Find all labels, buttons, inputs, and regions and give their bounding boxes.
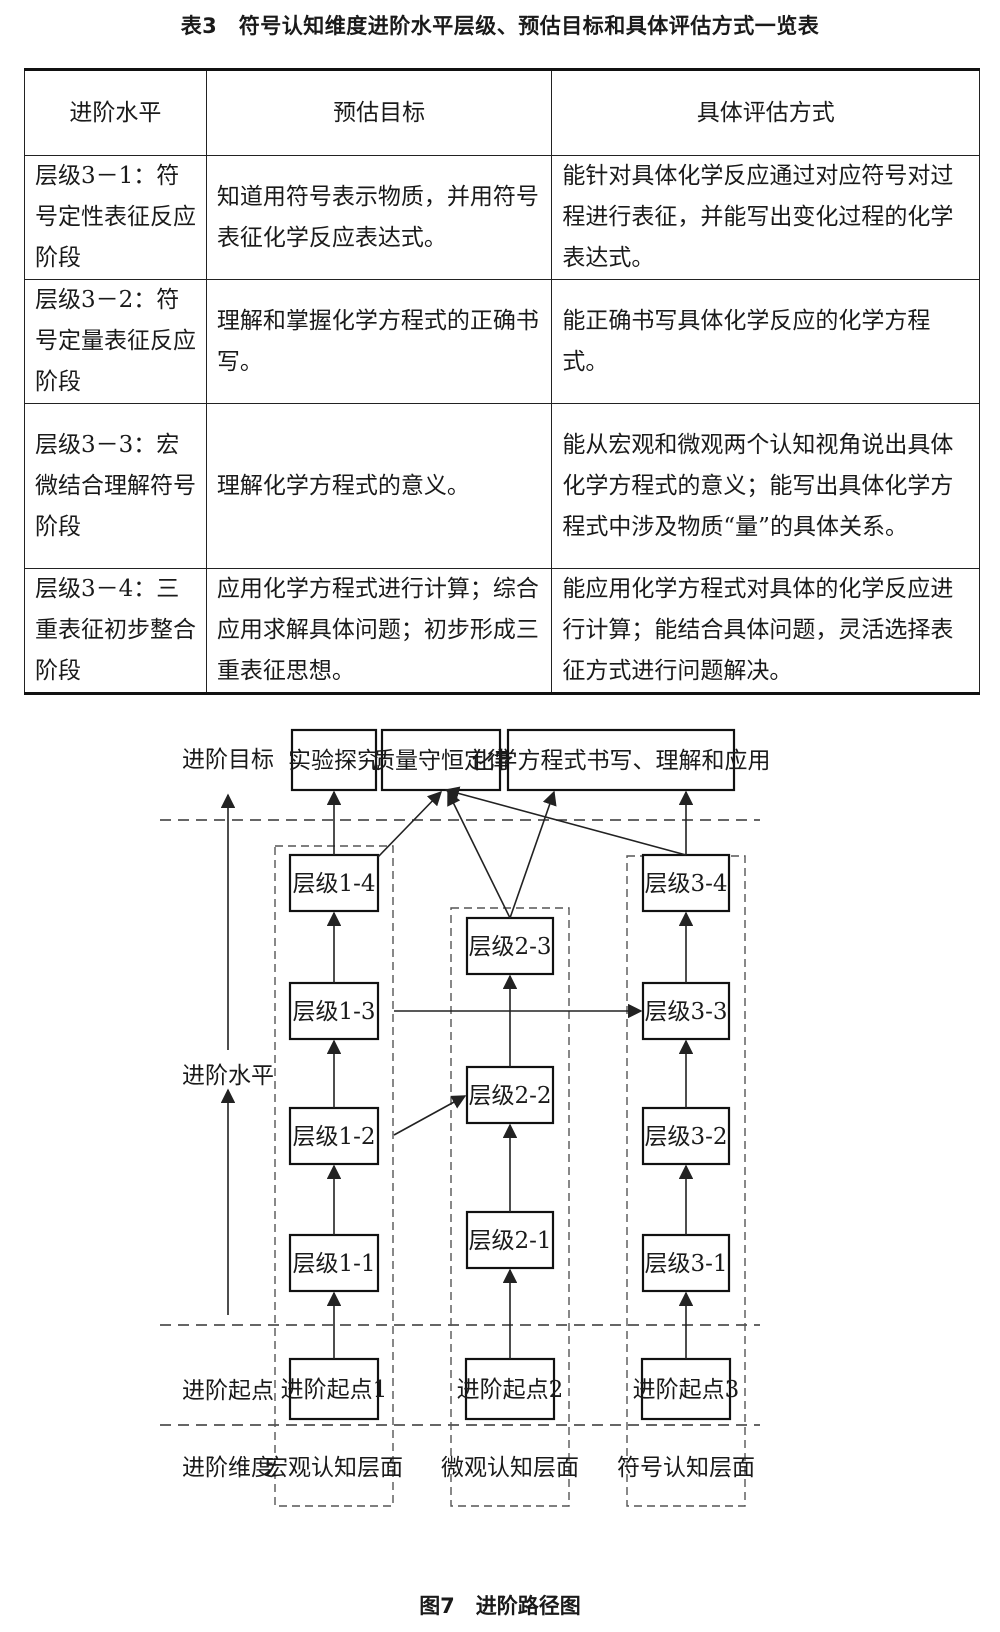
edge-1-2-to-2-2 bbox=[393, 1095, 467, 1136]
level-node-2-2 bbox=[465, 1065, 555, 1125]
table-row: 层级3－1：符号定性表征反应阶段 知道用符号表示物质，并用符号表征化学反应表达式… bbox=[24, 155, 980, 280]
figure-caption: 图7 进阶路径图 bbox=[419, 1594, 581, 1618]
cell-level: 层级3－3：宏微结合理解符号阶段 bbox=[24, 403, 207, 569]
level-label-2-2: 层级2-2 bbox=[468, 1083, 551, 1109]
level-node-3-1 bbox=[641, 1233, 731, 1293]
level-node-3-4 bbox=[641, 853, 731, 913]
cell-assessment: 能针对具体化学反应通过对应符号对过程进行表征，并能写出变化过程的化学表达式。 bbox=[551, 155, 980, 280]
level-label-1-3: 层级1-3 bbox=[292, 999, 375, 1025]
table-row: 层级3－2：符号定量表征反应阶段 理解和掌握化学方程式的正确书写。 能正确书写具… bbox=[24, 279, 980, 404]
start-label-1: 进阶起点1 bbox=[281, 1377, 388, 1403]
level-label-2-3: 层级2-3 bbox=[468, 934, 551, 960]
start-label-3: 进阶起点3 bbox=[633, 1377, 740, 1403]
level-label-3-4: 层级3-4 bbox=[644, 871, 727, 897]
goal-box-equation bbox=[506, 728, 736, 792]
cell-goal: 理解和掌握化学方程式的正确书写。 bbox=[205, 279, 553, 404]
goal-box-conservation bbox=[380, 728, 502, 792]
cell-level: 层级3－1：符号定性表征反应阶段 bbox=[24, 155, 207, 280]
level-node-1-2 bbox=[288, 1106, 380, 1166]
start-label-2: 进阶起点2 bbox=[457, 1377, 564, 1403]
header-level: 进阶水平 bbox=[24, 68, 207, 156]
level-label-1-4: 层级1-4 bbox=[292, 871, 375, 897]
evaluation-table: 进阶水平 预估目标 具体评估方式 层级3－1：符号定性表征反应阶段 知道用符号表… bbox=[24, 68, 980, 695]
start-node-2 bbox=[464, 1357, 556, 1421]
level-node-1-1 bbox=[288, 1233, 380, 1293]
column-frame-micro bbox=[450, 907, 570, 1507]
row-label-goal: 进阶目标 bbox=[182, 747, 274, 773]
cell-level: 层级3－4：三重表征初步整合阶段 bbox=[24, 568, 207, 695]
edge-2-3-to-conservation bbox=[447, 790, 511, 919]
level-label-3-1: 层级3-1 bbox=[644, 1251, 727, 1277]
table-row: 层级3－4：三重表征初步整合阶段 应用化学方程式进行计算；综合应用求解具体问题；… bbox=[24, 568, 980, 695]
level-label-3-2: 层级3-2 bbox=[644, 1124, 727, 1150]
goal-label-experiment: 实验探究 bbox=[288, 748, 380, 774]
start-node-1 bbox=[288, 1357, 380, 1421]
cell-level: 层级3－2：符号定量表征反应阶段 bbox=[24, 279, 207, 404]
edge-3-4-to-conservation bbox=[444, 786, 687, 856]
row-label-start: 进阶起点 bbox=[182, 1378, 274, 1404]
level-label-3-3: 层级3-3 bbox=[644, 999, 727, 1025]
level-label-2-1: 层级2-1 bbox=[468, 1228, 551, 1254]
level-node-2-1 bbox=[465, 1210, 555, 1270]
cell-goal: 应用化学方程式进行计算；综合应用求解具体问题；初步形成三重表征思想。 bbox=[205, 568, 553, 695]
cell-assessment: 能正确书写具体化学反应的化学方程式。 bbox=[551, 279, 980, 404]
level-label-1-2: 层级1-2 bbox=[292, 1124, 375, 1150]
table-caption: 表3 符号认知维度进阶水平层级、预估目标和具体评估方式一览表 bbox=[180, 14, 820, 38]
edge-2-3-to-equation bbox=[509, 790, 557, 919]
cell-assessment: 能从宏观和微观两个认知视角说出具体化学方程式的意义；能写出具体化学方程式中涉及物… bbox=[551, 403, 980, 569]
start-node-3 bbox=[640, 1357, 732, 1421]
table-row: 层级3－3：宏微结合理解符号阶段 理解化学方程式的意义。 能从宏观和微观两个认知… bbox=[24, 403, 980, 569]
progression-path-diagram: 进阶目标 进阶水平 进阶起点 进阶维度 实验探究 质量守恒定律 化学方程式书写、… bbox=[160, 728, 771, 1507]
level-node-2-3 bbox=[465, 916, 555, 976]
dimension-label-macro: 宏观认知层面 bbox=[265, 1455, 403, 1481]
goal-label-conservation: 质量守恒定律 bbox=[372, 748, 510, 774]
cell-goal: 知道用符号表示物质，并用符号表征化学反应表达式。 bbox=[205, 155, 553, 280]
header-goal: 预估目标 bbox=[205, 68, 553, 156]
level-node-1-4 bbox=[288, 853, 380, 913]
header-assessment: 具体评估方式 bbox=[551, 68, 980, 156]
goal-box-experiment bbox=[290, 728, 378, 792]
row-label-dimension: 进阶维度 bbox=[182, 1455, 274, 1481]
dimension-label-micro: 微观认知层面 bbox=[441, 1455, 579, 1481]
cell-assessment: 能应用化学方程式对具体的化学反应进行计算；能结合具体问题，灵活选择表征方式进行问… bbox=[551, 568, 980, 695]
cell-goal: 理解化学方程式的意义。 bbox=[205, 403, 553, 569]
level-label-1-1: 层级1-1 bbox=[292, 1251, 375, 1277]
dimension-label-symbol: 符号认知层面 bbox=[617, 1455, 755, 1481]
level-node-1-3 bbox=[288, 981, 380, 1041]
edge-1-4-to-conservation bbox=[377, 790, 443, 858]
goal-label-equation: 化学方程式书写、理解和应用 bbox=[472, 748, 771, 774]
table-header-row: 进阶水平 预估目标 具体评估方式 bbox=[24, 68, 980, 156]
row-label-level: 进阶水平 bbox=[182, 1063, 274, 1089]
